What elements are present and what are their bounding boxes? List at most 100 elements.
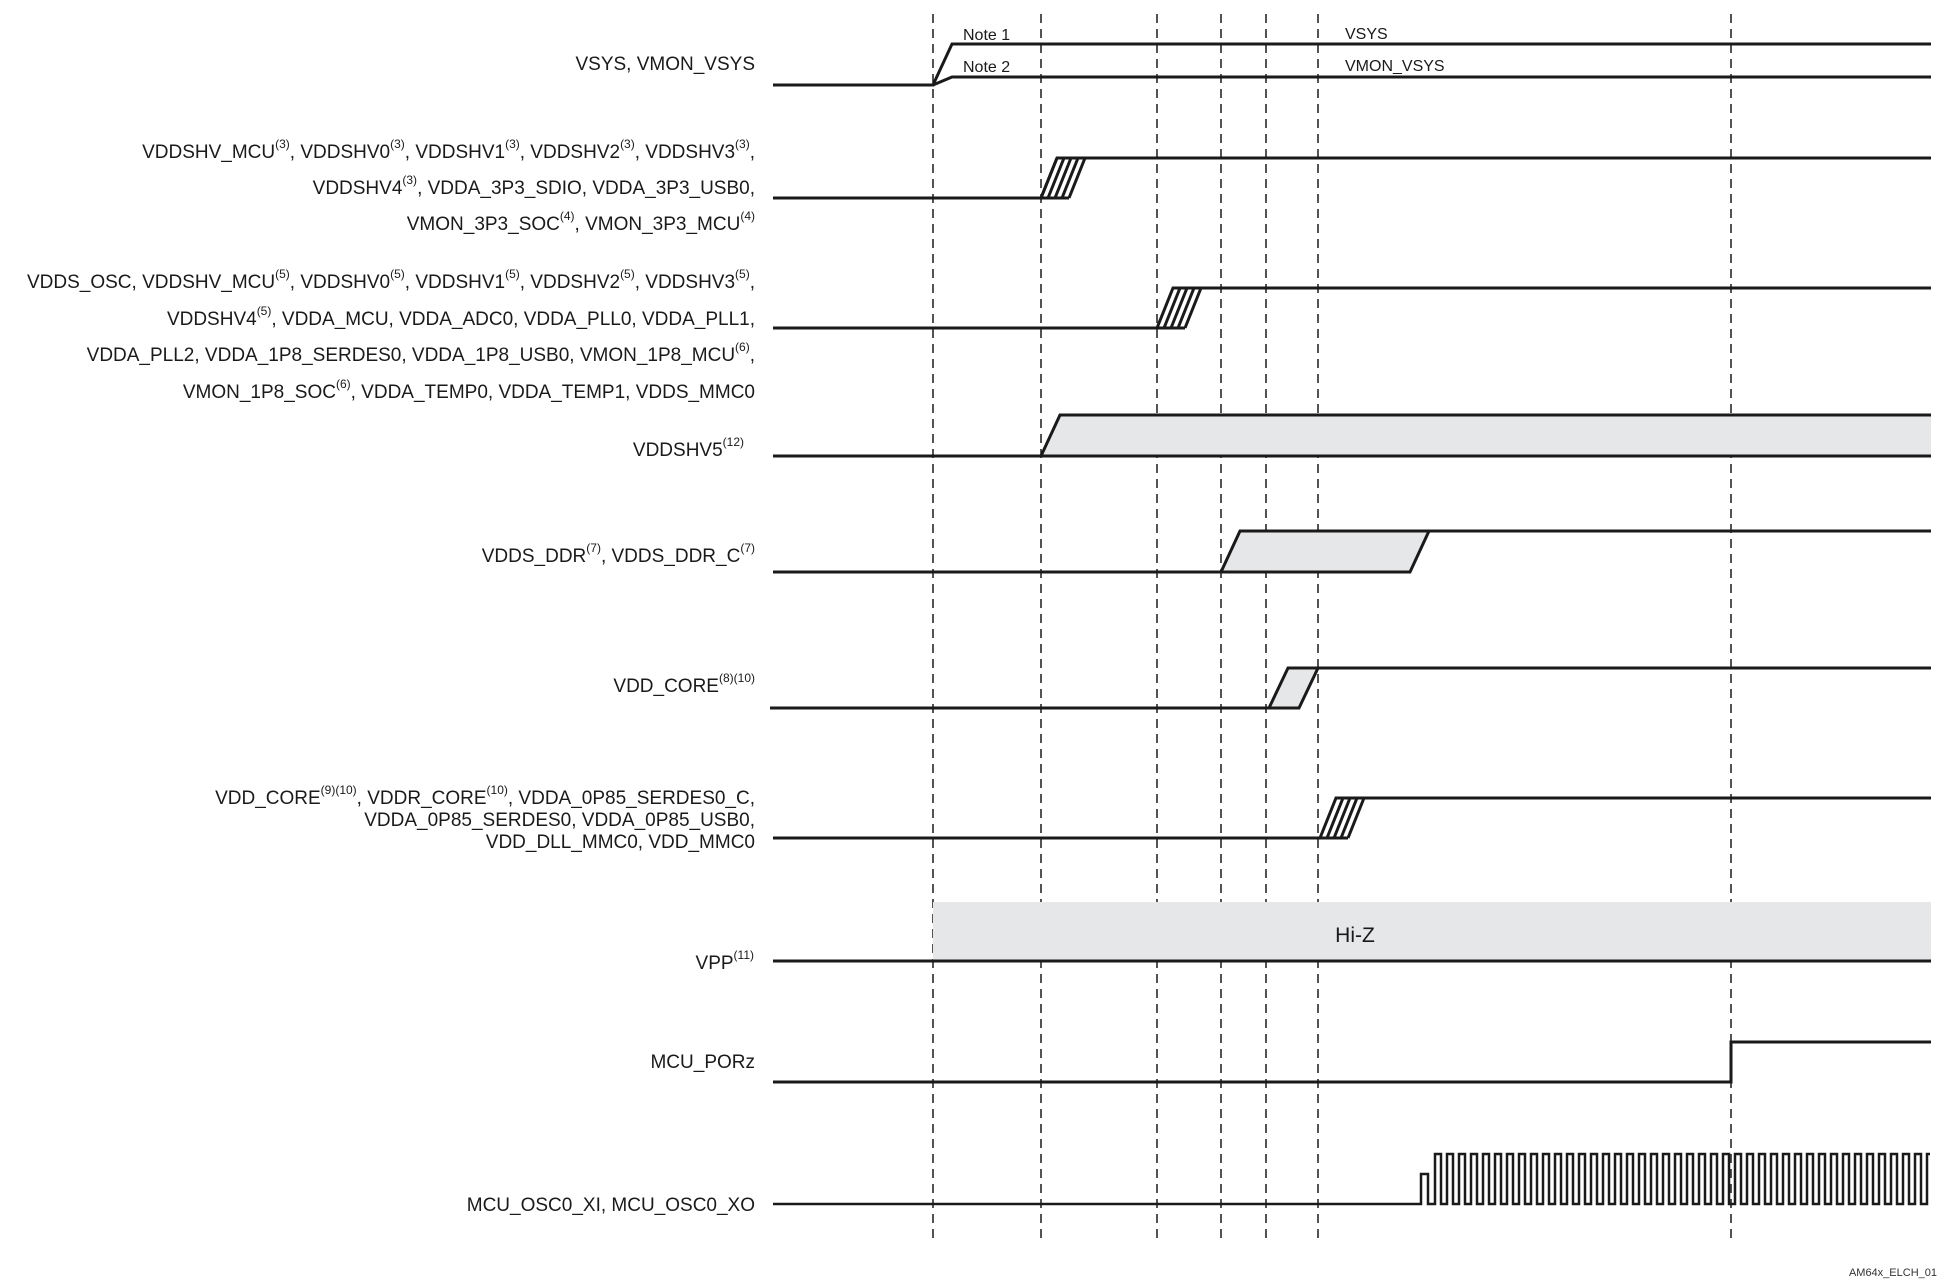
signal-name-text: , [749, 272, 755, 293]
signal-name-text: , [749, 345, 755, 366]
signal-label-line: VMON_1P8_SOC(6), VDDA_TEMP0, VDDA_TEMP1,… [27, 375, 755, 412]
signal-label-line: VDDSHV4(3), VDDA_3P3_SDIO, VDDA_3P3_USB0… [142, 171, 755, 207]
signal-name-text: , VDDSHV3 [634, 272, 736, 293]
signal-name-text: VDDA_0P85_SERDES0, VDDA_0P85_USB0, [364, 810, 755, 831]
signal-label-line: VDDSHV_MCU(3), VDDSHV0(3), VDDSHV1(3), V… [142, 135, 755, 171]
footnote-marker: (3) [620, 137, 635, 151]
waveform-vdd-core [770, 666, 1931, 710]
signal-label-line: MCU_OSC0_XI, MCU_OSC0_XO [467, 1195, 755, 1217]
signal-name-text: VDDA_PLL2, VDDA_1P8_SERDES0, VDDA_1P8_US… [86, 345, 736, 366]
signal-name-text: VDDSHV4 [166, 308, 257, 330]
footnote-marker: (11) [733, 948, 754, 962]
timing-markers [932, 14, 1732, 1242]
waveform-vddshv5 [773, 413, 1931, 458]
signal-label-group-1p8: VDDS_OSC, VDDSHV_MCU(5), VDDSHV0(5), VDD… [27, 265, 755, 411]
signal-name-text: , VDDSHV1 [404, 272, 506, 293]
waveform-mcu-porz [773, 1040, 1931, 1084]
footnote-marker: (5) [505, 267, 520, 281]
signal-name-text: MCU_PORz [650, 1052, 755, 1073]
note1-label: Note 1 [963, 27, 1010, 44]
footnote-marker: (10) [486, 783, 508, 797]
footnote-marker: (5) [390, 267, 405, 281]
signal-label-line: VDDS_DDR(7), VDDS_DDR_C(7) [481, 542, 755, 568]
waveform-group-0p85 [773, 796, 1931, 840]
signal-label-line: VMON_3P3_SOC(4), VMON_3P3_MCU(4) [142, 207, 755, 243]
vsys-wave-label: VSYS [1345, 26, 1388, 43]
vmon-vsys-wave-label: VMON_VSYS [1345, 58, 1445, 75]
signal-name-text: , VDDSHV0 [289, 142, 391, 163]
signal-label-line: VDDA_PLL2, VDDA_1P8_SERDES0, VDDA_1P8_US… [27, 338, 755, 375]
signal-label-mcu-osc: MCU_OSC0_XI, MCU_OSC0_XO [467, 1195, 755, 1217]
signal-name-text: , VMON_3P3_MCU [574, 214, 741, 235]
footnote-marker: (3) [402, 173, 418, 187]
hiz-label: Hi-Z [1335, 924, 1375, 947]
signal-name-text: , VDDSHV1 [404, 142, 506, 163]
footnote-marker: (3) [505, 137, 520, 151]
footnote-marker: (3) [735, 137, 750, 151]
signal-name-text: , VDDSHV2 [519, 272, 621, 293]
signal-name-text: , VDDA_3P3_SDIO, VDDA_3P3_USB0, [417, 178, 755, 199]
signal-name-text: VSYS, VMON_VSYS [575, 54, 755, 75]
signal-name-text: VDDS_DDR [481, 546, 587, 567]
waveform-group-1p8 [773, 286, 1931, 330]
signal-label-group-3p3: VDDSHV_MCU(3), VDDSHV0(3), VDDSHV1(3), V… [142, 135, 755, 243]
signal-name-text: , VDDA_TEMP0, VDDA_TEMP1, VDDS_MMC0 [350, 381, 755, 403]
signal-label-mcu-porz: MCU_PORz [650, 1052, 755, 1074]
signal-label-line: VDDSHV5(12) [632, 436, 744, 462]
footnote-marker: (3) [275, 137, 290, 151]
signal-label-vdds-ddr: VDDS_DDR(7), VDDS_DDR_C(7) [481, 542, 755, 568]
waveform-vsys [773, 42, 1931, 87]
note2-label: Note 2 [963, 59, 1010, 76]
signal-name-text: , VDDR_CORE [356, 788, 487, 809]
signal-name-text: , VDDS_DDR_C [600, 546, 741, 567]
signal-label-vpp: VPP(11) [695, 949, 754, 975]
signal-name-text: MCU_OSC0_XI, MCU_OSC0_XO [466, 1195, 755, 1216]
signal-name-text: VDDS_OSC, VDDSHV_MCU [27, 272, 276, 293]
signal-name-text: VDDSHV4 [312, 178, 403, 199]
signal-label-group-0p85: VDD_CORE(9)(10), VDDR_CORE(10), VDDA_0P8… [215, 784, 755, 854]
signal-name-text: VMON_3P3_SOC [406, 214, 560, 235]
signal-label-line: VDDA_0P85_SERDES0, VDDA_0P85_USB0, [215, 810, 755, 832]
footnote-marker: (6) [735, 340, 750, 354]
figure-id: AM64x_ELCH_01 [1849, 1267, 1937, 1279]
waveform-mcu-osc [773, 1152, 1930, 1206]
footnote-marker: (6) [335, 376, 351, 391]
signal-name-text: , VDDSHV3 [634, 142, 736, 163]
footnote-marker: (7) [740, 541, 755, 555]
footnote-marker: (5) [275, 267, 290, 281]
signal-label-vsys: VSYS, VMON_VSYS [575, 54, 755, 76]
footnote-marker: (9)(10) [320, 783, 357, 797]
footnote-marker: (12) [722, 435, 744, 449]
signal-label-vddshv5: VDDSHV5(12) [632, 436, 744, 462]
signal-label-line: VSYS, VMON_VSYS [575, 54, 755, 76]
signal-name-text: VDD_CORE [215, 788, 321, 809]
signal-name-text: , VDDA_MCU, VDDA_ADC0, VDDA_PLL0, VDDA_P… [271, 308, 755, 330]
footnote-marker: (5) [735, 267, 750, 281]
signal-label-vdd-core: VDD_CORE(8)(10) [613, 672, 755, 698]
signal-label-line: VDD_CORE(8)(10) [613, 672, 755, 698]
signal-name-text: VDD_DLL_MMC0, VDD_MMC0 [485, 832, 755, 853]
waveform-group-3p3 [773, 156, 1931, 200]
signal-name-text: , VDDA_0P85_SERDES0_C, [507, 788, 755, 809]
signal-name-text: , [749, 142, 755, 163]
signal-label-line: VPP(11) [695, 949, 754, 975]
footnote-marker: (7) [586, 541, 601, 555]
signal-name-text: , VDDSHV0 [289, 272, 391, 293]
footnote-marker: (4) [740, 209, 755, 223]
signal-label-line: VDDSHV4(5), VDDA_MCU, VDDA_ADC0, VDDA_PL… [27, 302, 755, 339]
signal-name-text: VPP [695, 953, 734, 974]
signal-name-text: VMON_1P8_SOC [182, 381, 336, 403]
footnote-marker: (3) [390, 137, 405, 151]
signal-name-text: VDD_CORE [613, 676, 719, 697]
signal-name-text: VDDSHV5 [632, 440, 723, 461]
signal-label-line: VDD_CORE(9)(10), VDDR_CORE(10), VDDA_0P8… [215, 784, 755, 810]
footnote-marker: (4) [559, 209, 575, 223]
signal-name-text: , VDDSHV2 [519, 142, 621, 163]
waveform-vdds-ddr [773, 529, 1931, 574]
footnote-marker: (8)(10) [718, 671, 755, 685]
signal-label-line: VDD_DLL_MMC0, VDD_MMC0 [215, 832, 755, 854]
waveform-vpp [773, 902, 1931, 963]
signal-name-text: VDDSHV_MCU [142, 142, 276, 163]
footnote-marker: (5) [620, 267, 635, 281]
